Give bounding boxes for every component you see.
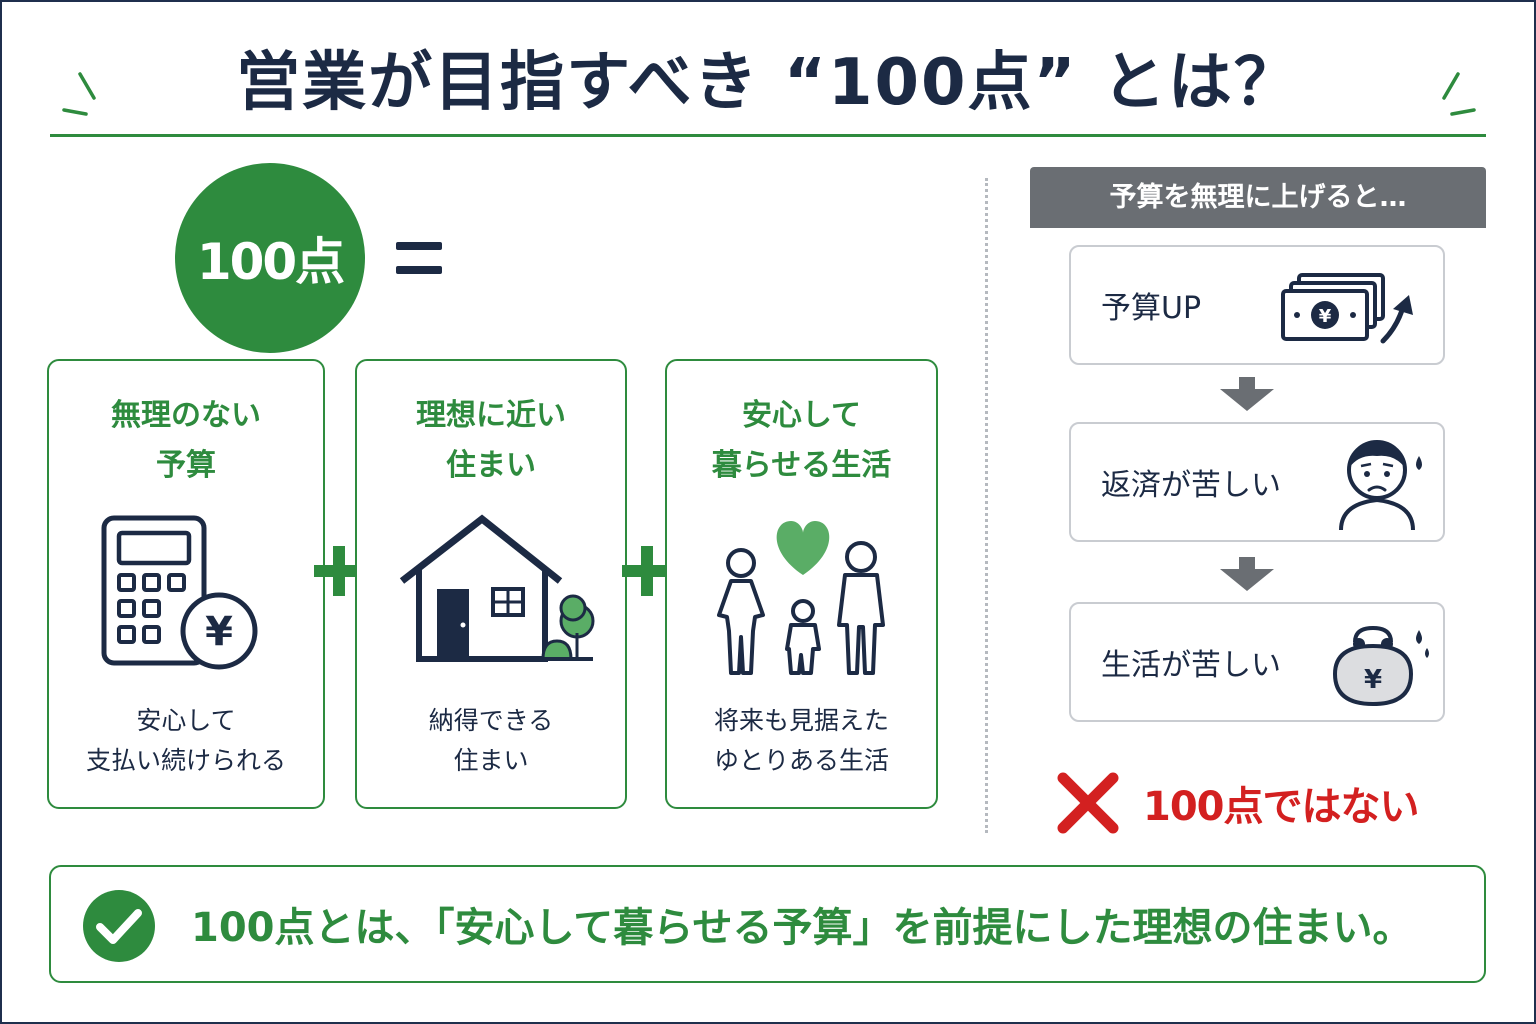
house-icon <box>399 514 595 662</box>
card-budget: 無理のない 予算 ¥ 安心して 支払い続けられる <box>47 359 325 809</box>
card-title: 無理のない 予算 <box>111 398 261 483</box>
check-circle-icon <box>83 890 155 962</box>
card-life: 安心して 暮らせる生活 将来も見据えた ゆとりある生活 <box>665 359 938 809</box>
down-arrow-icon <box>1220 557 1274 591</box>
step-budget-up: 予算UP ¥ <box>1069 245 1445 365</box>
down-arrow-icon <box>1220 377 1274 411</box>
not-100-text: 100点ではない <box>1143 784 1419 830</box>
card-home: 理想に近い 住まい 納得できる 住まい <box>355 359 627 809</box>
summary-text: 100点とは、「安心して暮らせる予算」を前提にした理想の住まい。 <box>191 905 1413 951</box>
svg-text:¥: ¥ <box>205 609 233 655</box>
sparkle-right-icon <box>1442 72 1476 116</box>
step-label: 生活が苦しい <box>1101 648 1281 683</box>
card-description: 将来も見据えた ゆとりある生活 <box>713 706 889 775</box>
score-badge: 100点 <box>175 163 365 353</box>
card-title: 理想に近い 住まい <box>416 398 566 483</box>
plus-sign <box>314 546 364 596</box>
page-title: 営業が目指すべき “100点” とは？ <box>236 46 1300 120</box>
not-100-result: 100点ではない <box>1055 770 1419 836</box>
title-underline <box>50 134 1486 137</box>
plus-sign <box>622 546 672 596</box>
wallet-yen-icon: ¥ <box>1332 625 1429 707</box>
svg-text:¥: ¥ <box>1364 665 1382 695</box>
family-heart-icon <box>717 521 885 675</box>
cross-icon <box>1057 772 1119 834</box>
step-repayment-hard: 返済が苦しい <box>1069 422 1445 542</box>
summary-box: 100点とは、「安心して暮らせる予算」を前提にした理想の住まい。 <box>49 865 1486 983</box>
equals-sign <box>396 242 442 276</box>
step-life-hard: 生活が苦しい ¥ <box>1069 602 1445 722</box>
card-title: 安心して 暮らせる生活 <box>711 398 892 483</box>
svg-text:¥: ¥ <box>1319 306 1332 327</box>
step-label: 予算UP <box>1101 291 1202 326</box>
section-divider <box>985 178 988 833</box>
calculator-yen-icon: ¥ <box>101 515 258 670</box>
worried-face-icon <box>1339 440 1422 531</box>
card-description: 安心して 支払い続けられる <box>85 706 286 775</box>
sparkle-left-icon <box>62 72 96 116</box>
warning-header: 予算を無理に上げると… <box>1030 167 1486 228</box>
step-label: 返済が苦しい <box>1101 468 1281 503</box>
card-description: 納得できる 住まい <box>428 706 554 775</box>
money-up-icon: ¥ <box>1281 273 1413 344</box>
